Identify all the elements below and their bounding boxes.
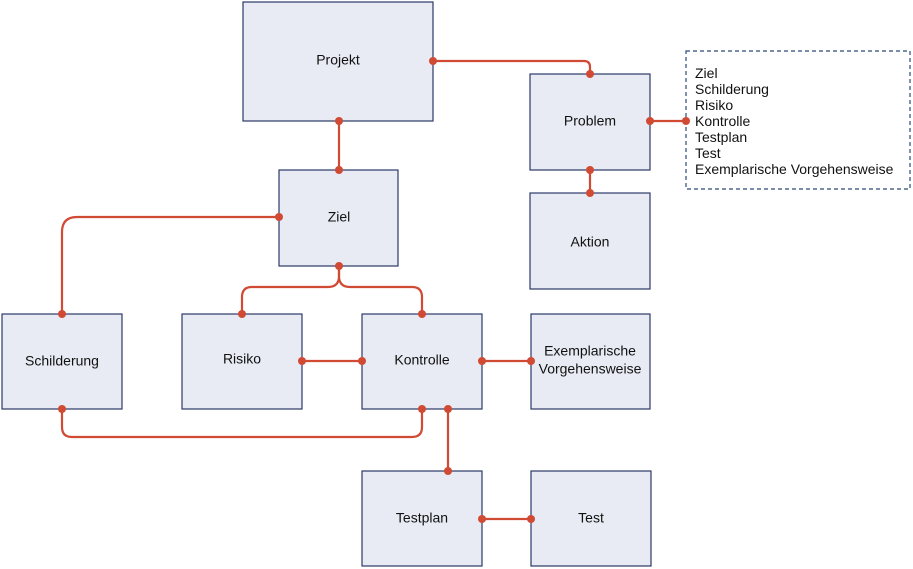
connector-dot <box>586 166 594 174</box>
connector-dot <box>429 57 437 65</box>
connectors <box>60 59 686 521</box>
node-test[interactable]: Test <box>530 470 652 567</box>
node-aktion[interactable]: Aktion <box>529 192 651 290</box>
connector-dot <box>478 357 486 365</box>
node-projekt-label: Projekt <box>316 52 360 68</box>
legend-item: Schilderung <box>695 81 769 97</box>
connector-dot <box>335 117 343 125</box>
node-test-label: Test <box>578 510 604 526</box>
connector-dot <box>478 515 486 523</box>
connector-dot <box>58 405 66 413</box>
node-exemplarische-vorgehensweise[interactable]: Exemplarische Vorgehensweise <box>530 313 651 410</box>
legend-box: Ziel Schilderung Risiko Kontrolle Testpl… <box>685 50 911 190</box>
connector-dot <box>275 213 283 221</box>
connector-dot <box>682 117 690 125</box>
legend-item: Ziel <box>695 65 718 81</box>
node-risiko-label: Risiko <box>223 351 261 367</box>
legend-item: Test <box>695 145 721 161</box>
connector-dot <box>586 70 594 78</box>
connector-dot <box>335 166 343 174</box>
node-projekt[interactable]: Projekt <box>242 1 434 122</box>
connector-dot <box>58 310 66 318</box>
node-vorgehen-label-line2: Vorgehensweise <box>539 361 642 377</box>
connector-dot <box>335 262 343 270</box>
edge-ziel-schilderung <box>60 215 279 314</box>
node-problem[interactable]: Problem <box>529 73 651 171</box>
legend-item: Kontrolle <box>695 113 750 129</box>
connector-dot <box>444 467 452 475</box>
connector-dot <box>444 405 452 413</box>
edge-ziel-risiko <box>240 266 341 314</box>
connector-dot <box>418 310 426 318</box>
legend-item: Exemplarische Vorgehensweise <box>695 161 894 177</box>
legend-item: Risiko <box>695 97 733 113</box>
node-testplan-label: Testplan <box>396 510 448 526</box>
connection-points <box>58 57 690 523</box>
node-schilderung[interactable]: Schilderung <box>1 313 123 410</box>
node-testplan[interactable]: Testplan <box>361 470 483 567</box>
node-ziel[interactable]: Ziel <box>278 169 399 267</box>
edge-schilderung-kontrolle <box>60 409 424 439</box>
node-problem-label: Problem <box>564 113 616 129</box>
connector-dot <box>586 189 594 197</box>
connector-dot <box>238 310 246 318</box>
connector-dot <box>646 117 654 125</box>
connector-dot <box>527 357 535 365</box>
edge-ziel-kontrolle <box>337 266 424 314</box>
edge-projekt-problem <box>433 59 592 74</box>
node-ziel-label: Ziel <box>328 209 351 225</box>
connector-dot <box>527 515 535 523</box>
node-vorgehen-label-line1: Exemplarische <box>544 343 636 359</box>
node-schilderung-label: Schilderung <box>25 353 99 369</box>
node-aktion-label: Aktion <box>571 234 610 250</box>
node-kontrolle-label: Kontrolle <box>394 352 449 368</box>
legend-item: Testplan <box>695 129 747 145</box>
node-risiko[interactable]: Risiko <box>181 313 303 410</box>
connector-dot <box>358 357 366 365</box>
node-kontrolle[interactable]: Kontrolle <box>361 313 483 410</box>
connector-dot <box>298 357 306 365</box>
connector-dot <box>418 405 426 413</box>
